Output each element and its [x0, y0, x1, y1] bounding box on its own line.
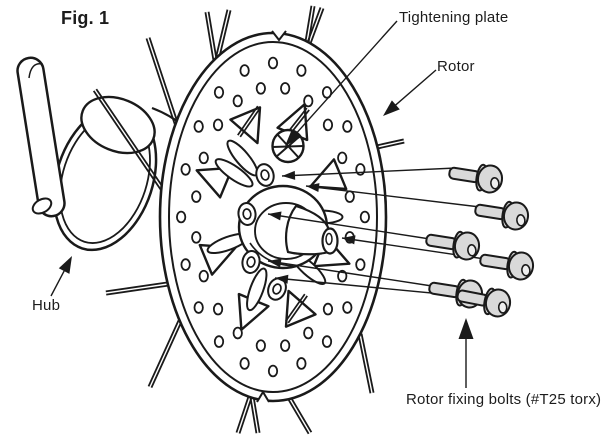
rotor-bolt: [448, 163, 504, 194]
rotor-top-notch: [272, 29, 286, 41]
label-arrows: [50, 20, 474, 388]
rotor-bolt-holes: [237, 163, 287, 301]
rotor-fixing-bolts-label: Rotor fixing bolts (#T25 torx): [406, 391, 602, 408]
rotor-bolt: [479, 250, 535, 281]
tightening-plate: [271, 128, 305, 164]
rotor-bolt: [474, 200, 530, 231]
hub-label: Hub: [32, 297, 61, 314]
rotor-bolt: [425, 230, 481, 261]
tightening-plate-label: Tightening plate: [399, 9, 509, 26]
quick-release-lever: [16, 56, 66, 218]
figure-label: Fig. 1: [61, 8, 110, 28]
wheel-spokes: [92, 5, 405, 435]
rotor-label: Rotor: [437, 58, 475, 75]
rotor-bolt: [456, 287, 512, 318]
rotor-rim-holes: [176, 56, 370, 378]
rotor-fixing-bolts-group: [425, 163, 535, 318]
rotor-bottom-notch: [256, 391, 270, 404]
hub-assembly: [52, 95, 230, 252]
